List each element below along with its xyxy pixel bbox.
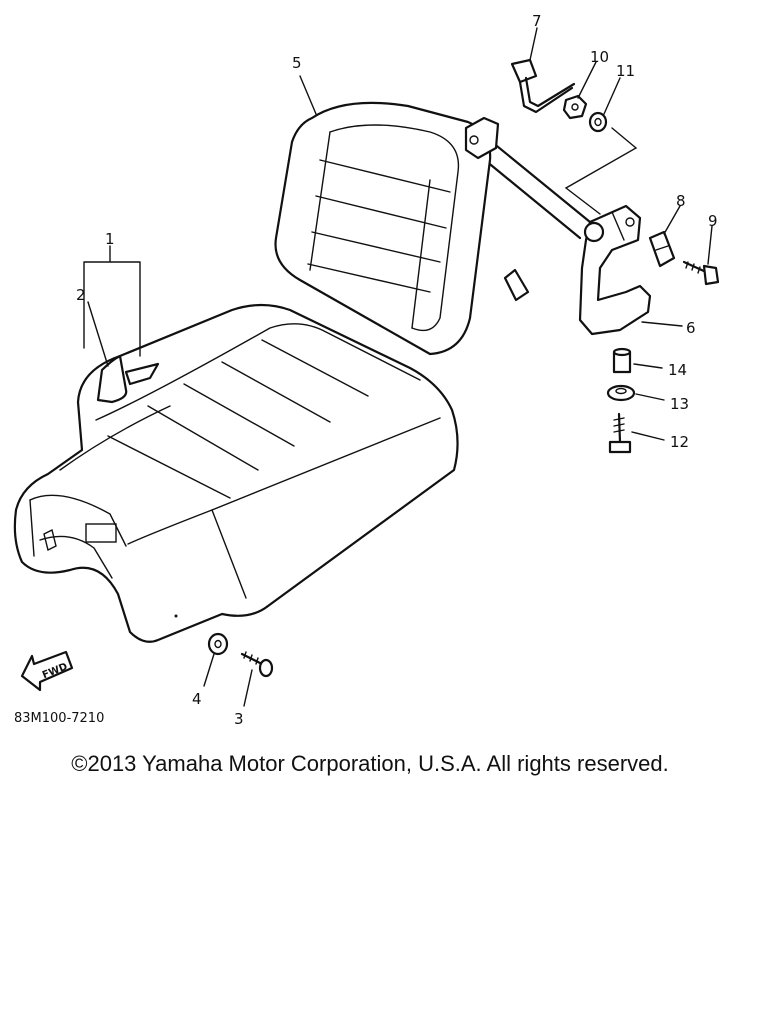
washer-11 [588, 111, 608, 133]
backrest-support-rod [478, 140, 592, 302]
seat-parts-diagram: FWD 1 2 3 4 5 6 7 8 9 10 11 12 13 14 83M… [13, 12, 720, 728]
part-label-1: 1 [105, 230, 115, 248]
clip [648, 230, 676, 268]
nut [562, 94, 588, 120]
copyright-notice: ©2013 Yamaha Motor Corporation, U.S.A. A… [71, 751, 669, 776]
part-label-8: 8 [676, 192, 686, 210]
bolt-9 [682, 260, 720, 286]
fwd-arrow-icon: FWD [20, 650, 74, 692]
part-label-6: 6 [686, 319, 696, 337]
seat-tag [96, 354, 160, 404]
part-label-13: 13 [670, 395, 689, 413]
washer-4 [207, 632, 229, 656]
part-label-9: 9 [708, 212, 718, 230]
part-label-5: 5 [292, 54, 302, 72]
part-label-12: 12 [670, 433, 689, 451]
part-label-10: 10 [590, 48, 609, 66]
collar [612, 347, 632, 374]
bolt-12 [608, 412, 632, 454]
part-label-2: 2 [76, 286, 86, 304]
bolt-3 [240, 651, 274, 678]
seat-backrest [274, 101, 492, 356]
backrest-bracket [578, 204, 652, 336]
part-label-7: 7 [532, 12, 542, 30]
part-label-11: 11 [616, 62, 635, 80]
drawing-code: 83M100-7210 [14, 711, 104, 726]
part-label-4: 4 [192, 690, 202, 708]
washer-13 [606, 384, 636, 402]
bent-pin [510, 58, 576, 114]
part-label-3: 3 [234, 710, 244, 728]
part-label-14: 14 [668, 361, 687, 379]
rod-clamp [464, 116, 500, 160]
seat-cushion [13, 303, 459, 643]
leader-lines [83, 27, 713, 707]
